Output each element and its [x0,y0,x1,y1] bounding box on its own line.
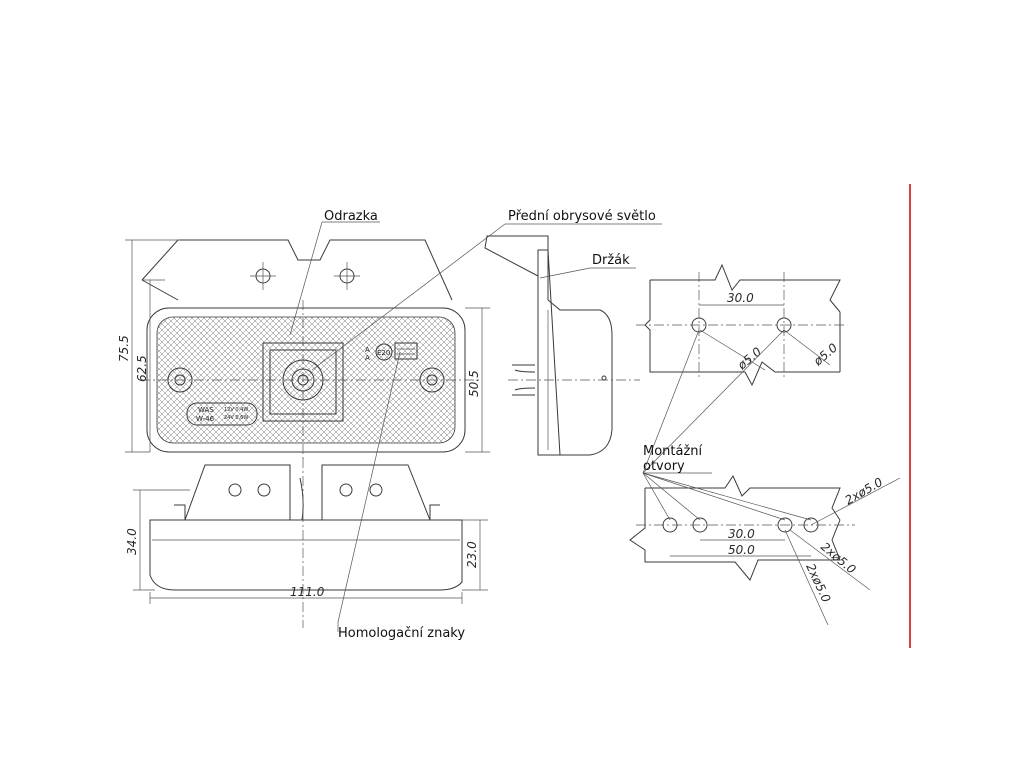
dim-bottom-hole-a: 2xø5.0 [843,475,886,508]
dim-bottom-hole-b: 2xø5.0 [818,540,859,577]
dim-depth-body: 23.0 [465,541,479,568]
dim-bottom-hole-c: 2xø5.0 [803,561,833,605]
spec-24v-text: 24V 0,6W [224,415,248,421]
label-homologation: Homologační znaky [338,626,465,641]
label-reflector: Odrazka [324,209,378,224]
dim-top-spacing: 30.0 [727,291,754,305]
hole-layout-top: 30.0 ø5.0 ø5.0 [636,263,846,387]
dim-width-bottom: 111.0 [290,585,325,599]
model-text: W-46 [196,415,215,423]
approval-code-a: A [365,346,370,354]
dim-depth-total: 34.0 [125,528,139,555]
bottom-view: 34.0 23.0 111.0 [125,458,488,628]
label-bracket: Držák [592,253,630,268]
dim-height-side: 50.5 [467,370,481,397]
label-mounting-holes-1: Montážní [643,444,703,459]
dim-bottom-spacing-inner: 30.0 [728,527,755,541]
spec-12v-text: 12V 0,4W [224,407,248,413]
label-mounting-holes-2: otvory [643,459,685,474]
label-front-light: Přední obrysové světlo [508,209,656,224]
dim-top-hole-left: ø5.0 [734,344,764,373]
approval-code-b: A [365,354,370,362]
leader-lines [289,221,812,632]
dim-top-hole-right: ø5.0 [810,340,840,369]
dim-bottom-spacing-outer: 50.0 [728,543,755,557]
side-view [484,235,640,456]
dim-height-body: 62.5 [135,355,149,382]
hole-layout-bottom: 30.0 50.0 2xø5.0 2xø5.0 2xø5.0 [629,475,901,626]
dim-height-total: 75.5 [117,335,131,362]
approval-mark: E20 [377,349,390,357]
front-view: A A E20 WAS W-46 12V 0,4W 24V 0,6W 75.5 … [117,239,490,462]
brand-text: WAS [198,406,214,414]
